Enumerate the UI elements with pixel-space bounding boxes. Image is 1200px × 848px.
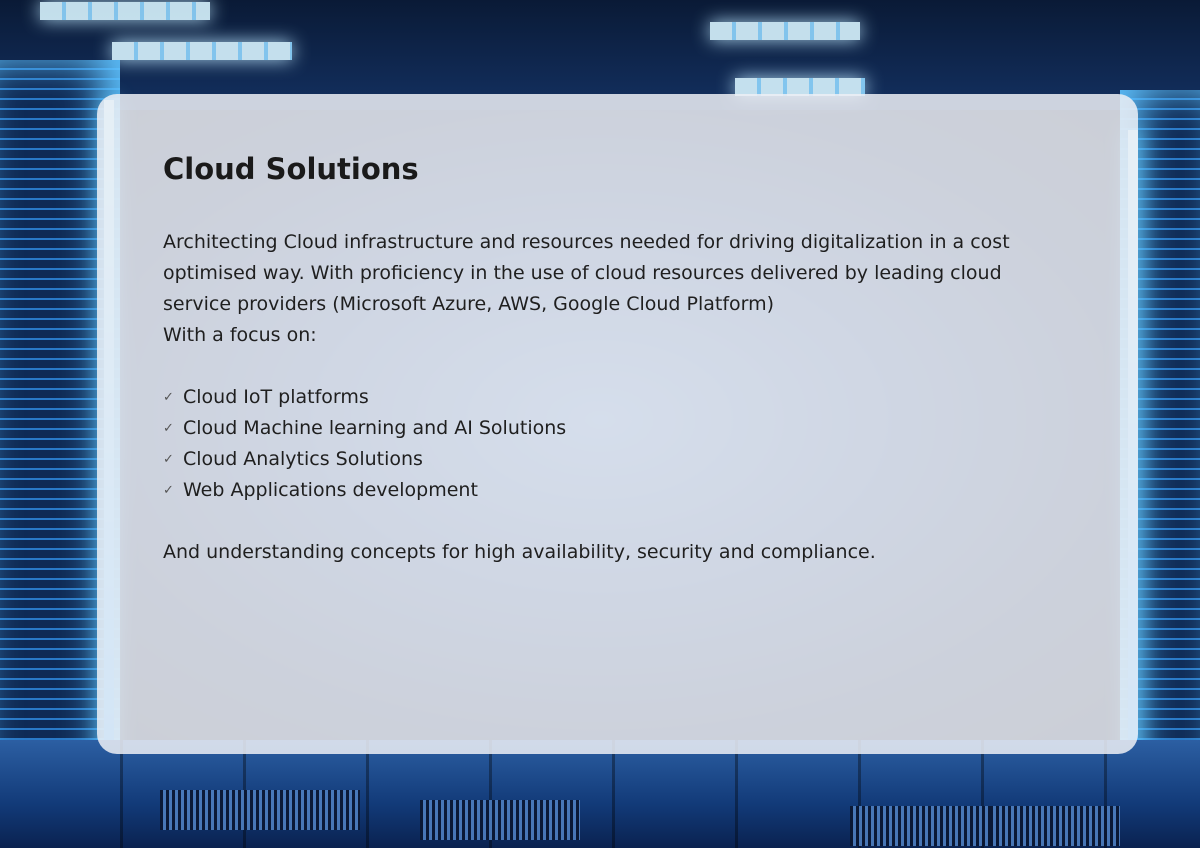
floor-grate [990, 806, 1120, 846]
list-item: ✓ Cloud Machine learning and AI Solution… [163, 413, 1078, 444]
ceiling-light [40, 2, 210, 20]
ceiling-light [710, 22, 860, 40]
feature-list: ✓ Cloud IoT platforms ✓ Cloud Machine le… [163, 382, 1078, 506]
ceiling-light [112, 42, 292, 60]
list-item: ✓ Cloud IoT platforms [163, 382, 1078, 413]
ceiling-light [735, 78, 865, 96]
intro-line: service providers (Microsoft Azure, AWS,… [163, 292, 775, 315]
intro-line: Architecting Cloud infrastructure and re… [163, 230, 1010, 253]
feature-label: Cloud Analytics Solutions [183, 447, 423, 470]
floor-grate [850, 806, 990, 846]
floor-grate [420, 800, 580, 840]
card-title: Cloud Solutions [163, 152, 419, 186]
list-item: ✓ Web Applications development [163, 475, 1078, 506]
check-icon: ✓ [163, 420, 174, 436]
feature-label: Cloud Machine learning and AI Solutions [183, 416, 567, 439]
feature-label: Cloud IoT platforms [183, 385, 369, 408]
intro-line: With a focus on: [163, 323, 317, 346]
intro-text: Architecting Cloud infrastructure and re… [163, 227, 1078, 351]
check-icon: ✓ [163, 389, 174, 405]
list-item: ✓ Cloud Analytics Solutions [163, 444, 1078, 475]
content-card: Cloud Solutions Architecting Cloud infra… [97, 94, 1138, 754]
closing-text: And understanding concepts for high avai… [163, 540, 876, 563]
check-icon: ✓ [163, 451, 174, 467]
feature-label: Web Applications development [183, 478, 478, 501]
intro-line: optimised way. With proficiency in the u… [163, 261, 1002, 284]
check-icon: ✓ [163, 482, 174, 498]
floor-grate [160, 790, 360, 830]
